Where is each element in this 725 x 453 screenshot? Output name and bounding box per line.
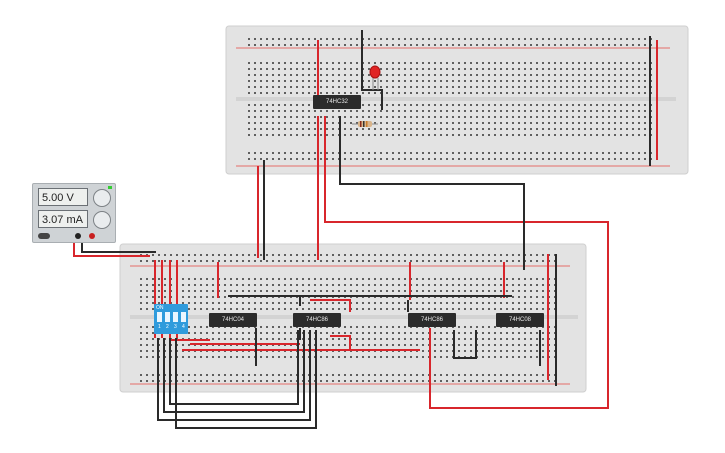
dip-number-4: 4: [182, 324, 185, 330]
red-led[interactable]: [369, 65, 381, 90]
breadboard-top[interactable]: [225, 25, 689, 175]
dip-switch-4[interactable]: [181, 312, 186, 322]
dip-switch[interactable]: ON 1 2 3 4: [154, 304, 188, 334]
dip-on-label: ON: [156, 305, 164, 311]
chip-74hc04[interactable]: 74HC04: [209, 313, 257, 327]
current-knob[interactable]: [93, 211, 111, 229]
power-switch[interactable]: [38, 233, 50, 239]
current-display: 3.07 mA: [38, 210, 88, 228]
black-wires[interactable]: [81, 30, 651, 429]
voltage-knob[interactable]: [93, 189, 111, 207]
dip-switch-2[interactable]: [165, 312, 170, 322]
status-led: [108, 186, 112, 189]
resistor[interactable]: [352, 121, 378, 127]
dip-number-3: 3: [174, 324, 177, 330]
voltage-display: 5.00 V: [38, 188, 88, 206]
chip-74hc32[interactable]: 74HC32: [313, 95, 361, 109]
dip-switch-1[interactable]: [157, 312, 162, 322]
dip-number-1: 1: [158, 324, 161, 330]
chip-74hc08[interactable]: 74HC08: [496, 313, 544, 327]
negative-terminal[interactable]: [75, 233, 81, 239]
red-wires[interactable]: [73, 40, 658, 409]
positive-terminal[interactable]: [89, 233, 95, 239]
dip-switch-3[interactable]: [173, 312, 178, 322]
dip-number-2: 2: [166, 324, 169, 330]
power-supply[interactable]: 5.00 V 3.07 mA: [32, 183, 116, 243]
chip-74hc86-2[interactable]: 74HC86: [408, 313, 456, 327]
chip-74hc86-1[interactable]: 74HC86: [293, 313, 341, 327]
